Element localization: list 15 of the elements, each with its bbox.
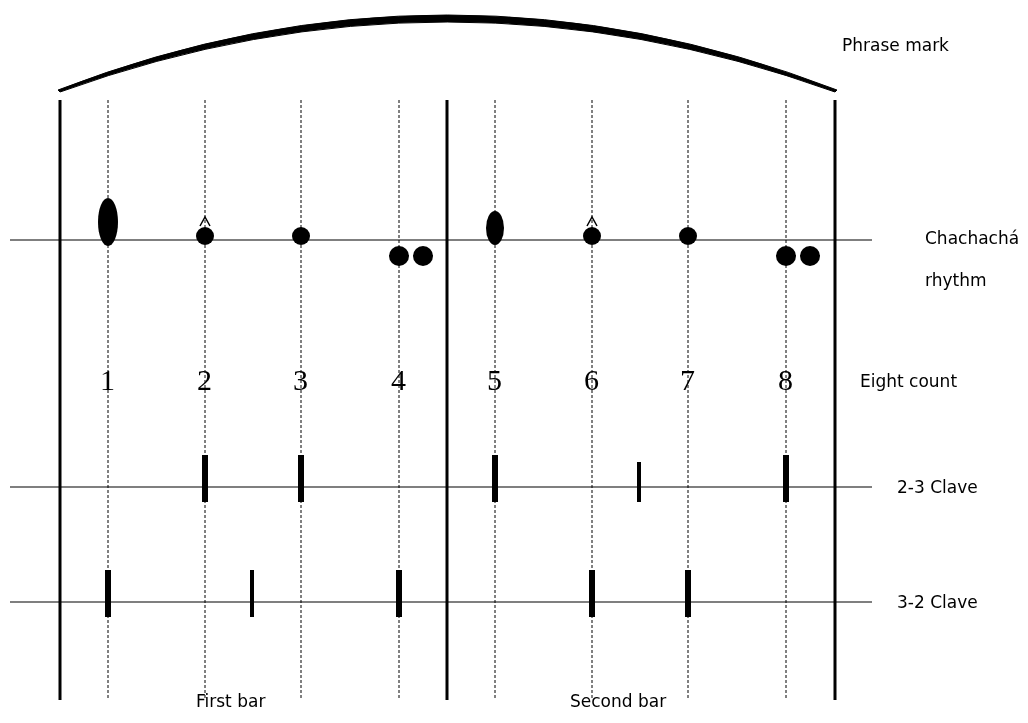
row-label: Eight count — [860, 370, 958, 392]
beat-number: 2 — [197, 364, 212, 396]
beat-number: 7 — [680, 364, 695, 396]
phrase-label: Phrase mark — [842, 34, 949, 56]
beat-number: 3 — [293, 364, 308, 396]
beat-number: 6 — [584, 364, 599, 396]
beat-number: 8 — [778, 364, 793, 396]
beat-number: 4 — [391, 364, 406, 396]
bar-label: First bar — [196, 690, 266, 712]
bar-label: Second bar — [570, 690, 667, 712]
row-label: 3-2 Clave — [897, 591, 978, 613]
row-label: 2-3 Clave — [897, 476, 978, 498]
row-label: Chachachá rhythm — [925, 227, 1021, 292]
beat-number: 5 — [487, 364, 502, 396]
beat-number: 1 — [100, 364, 115, 396]
